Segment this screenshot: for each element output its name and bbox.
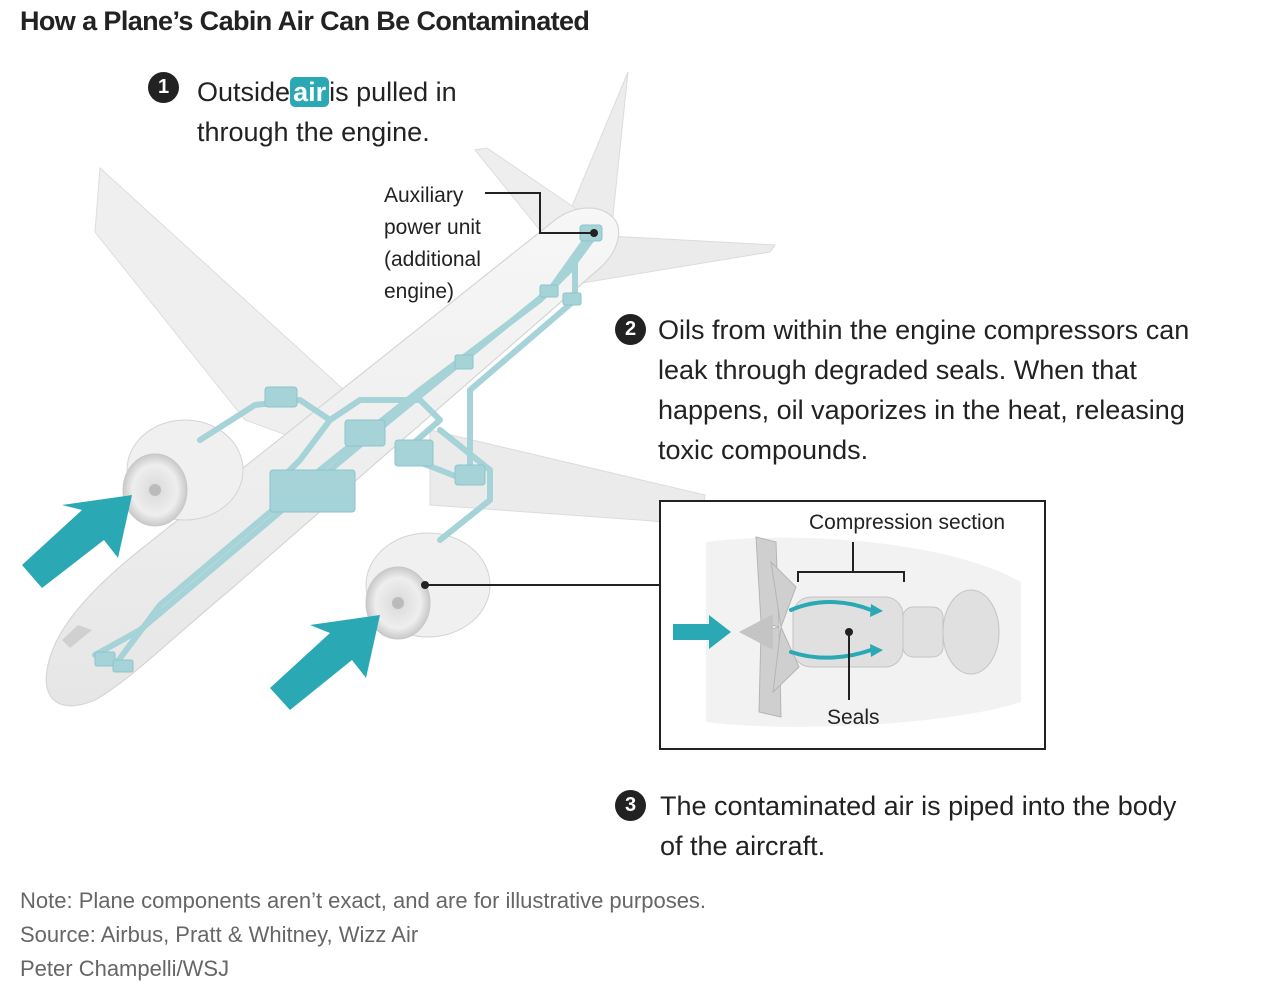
engine-cutaway-illustration: [673, 536, 1021, 727]
step-1-badge: 1: [148, 72, 179, 103]
step-2-line: happens, oil vaporizes in the heat, rele…: [658, 395, 1185, 425]
step-1-text-after: is pulled in: [329, 77, 457, 107]
spinner: [739, 614, 773, 650]
footer-note: Note: Plane components aren’t exact, and…: [20, 888, 707, 913]
step-2-number: 2: [615, 314, 646, 345]
apu-label-line: engine): [384, 280, 455, 303]
step-2-badge: 2: [615, 314, 646, 345]
fan-blades: [755, 536, 800, 718]
footer-notes: Note: Plane components aren’t exact, and…: [20, 884, 706, 986]
step-2-line: leak through degraded seals. When that: [658, 355, 1137, 385]
air-highlight: air: [290, 77, 330, 107]
intake-arrow-right: [270, 615, 380, 710]
engine-cutaway-inset: Compression section Seals: [659, 500, 1046, 750]
step-2-line: toxic compounds.: [658, 435, 869, 465]
apu-label-line: Auxiliary: [384, 184, 464, 207]
compressor-core: [792, 589, 1000, 675]
page-title: How a Plane’s Cabin Air Can Be Contamina…: [20, 6, 590, 36]
step-3-number: 3: [615, 790, 646, 821]
apu-label-line: power unit: [384, 216, 481, 239]
apu-label-line: (additional: [384, 248, 481, 271]
step-3-text: The contaminated air is piped into the b…: [660, 786, 1176, 866]
duct-units: [94, 224, 603, 673]
engine-leader-line: [421, 581, 659, 589]
step-2-line: Oils from within the engine compressors …: [658, 315, 1190, 345]
footer-source: Source: Airbus, Pratt & Whitney, Wizz Ai…: [20, 922, 419, 947]
step-3-line: of the aircraft.: [660, 831, 826, 861]
footer-credit: Peter Champelli/WSJ: [20, 956, 230, 981]
step-1-text-before: Outside: [197, 77, 291, 107]
apu-leader-line: [485, 192, 598, 237]
left-wing: [94, 166, 356, 441]
step-1-number: 1: [148, 72, 179, 103]
step-3-badge: 3: [615, 790, 646, 821]
seals-label: Seals: [827, 706, 880, 729]
cockpit-windows: [62, 625, 92, 648]
apu-label: Auxiliary power unit (additional engine): [384, 180, 481, 308]
step-2-text: Oils from within the engine compressors …: [658, 310, 1189, 470]
compression-section-label: Compression section: [809, 511, 1006, 534]
step-3-line: The contaminated air is piped into the b…: [660, 791, 1177, 821]
intake-arrow-left: [22, 495, 132, 588]
core-airflow: [789, 600, 873, 660]
inlet-arrow: [673, 615, 731, 649]
compression-bracket: [797, 571, 905, 582]
step-1-line-2: through the engine.: [197, 117, 430, 147]
left-engine: [122, 419, 244, 527]
